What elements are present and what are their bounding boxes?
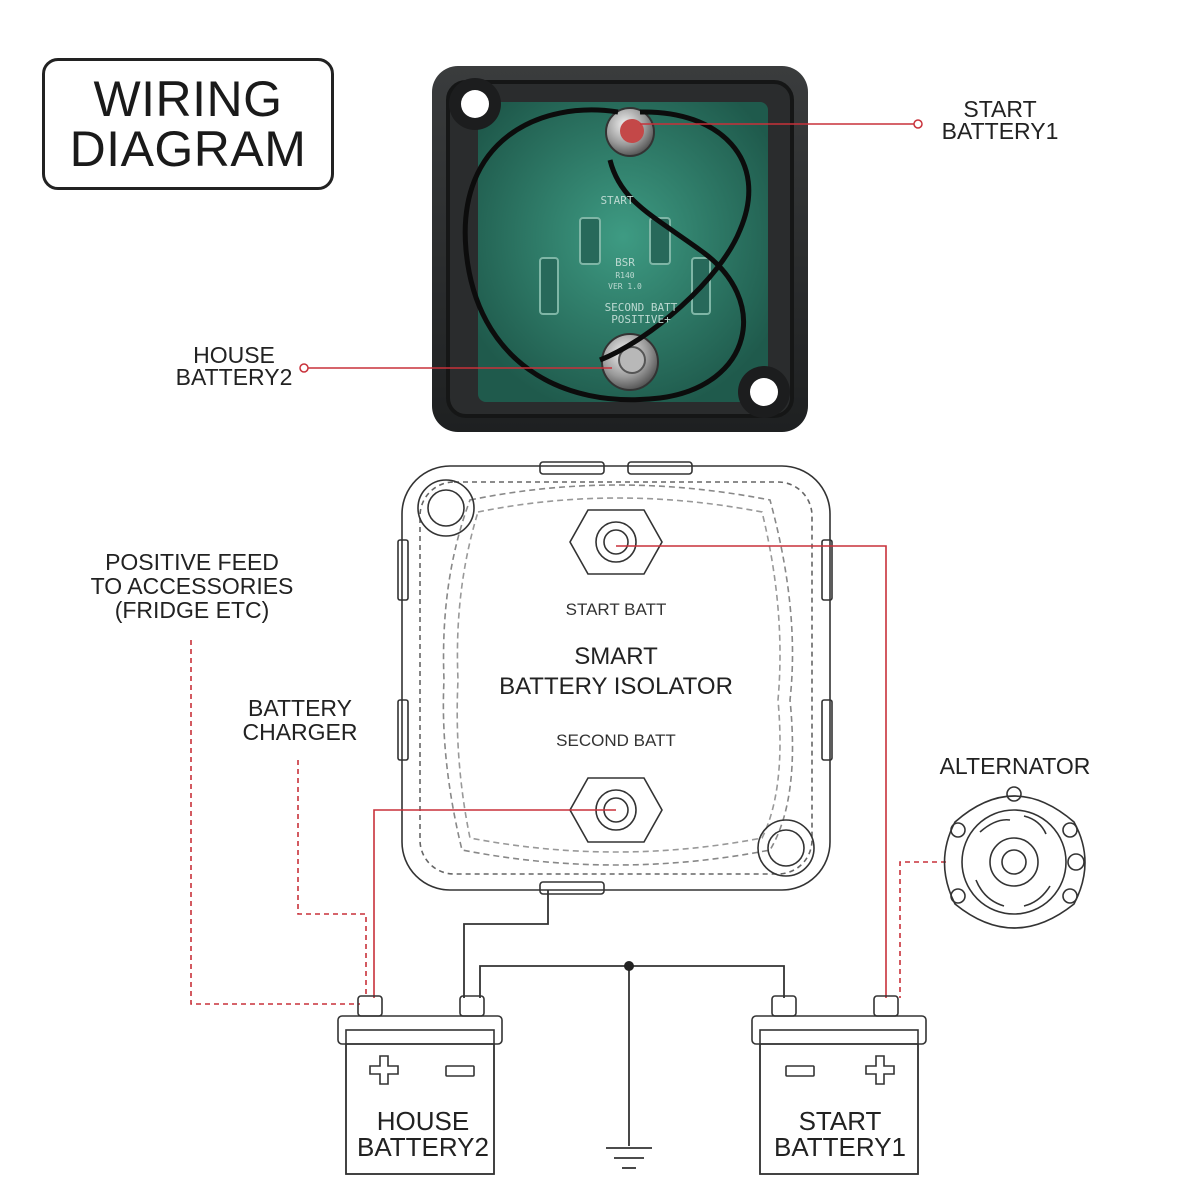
- callout-house-battery-line1: HOUSE: [193, 342, 275, 368]
- callout-house-battery-line2: BATTERY2: [175, 364, 293, 390]
- house-battery-label: HOUSE BATTERY2: [346, 1108, 500, 1160]
- callout-house-battery: HOUSE BATTERY2: [170, 342, 298, 390]
- ground-icon: [606, 1147, 652, 1169]
- isolator-name-line1: SMART: [574, 643, 658, 670]
- battery-icon-house: [337, 995, 503, 1175]
- photo-board-version: VER 1.0: [608, 282, 642, 291]
- positive-feed-line3: (FRIDGE ETC): [114, 597, 270, 623]
- photo-board-model: BSR: [615, 256, 635, 269]
- battery-icon-start: [751, 995, 927, 1175]
- positive-feed-line1: POSITIVE FEED: [105, 549, 279, 575]
- house-battery-line1: HOUSE: [376, 1106, 470, 1136]
- title-line-2: DIAGRAM: [69, 121, 307, 177]
- alternator-label: ALTERNATOR: [939, 753, 1091, 779]
- positive-feed-line2: TO ACCESSORIES: [90, 573, 294, 599]
- isolator-second-terminal-label: SECOND BATT: [556, 731, 676, 750]
- photo-board-second-2: POSITIVE+: [611, 313, 671, 326]
- callout-start-battery-line2: BATTERY1: [941, 118, 1059, 144]
- wiring: [190, 545, 946, 1146]
- start-battery-line1: START: [798, 1106, 882, 1136]
- isolator-name-line2: BATTERY ISOLATOR: [499, 673, 733, 700]
- alternator-icon: [943, 786, 1086, 929]
- title-box: WIRING DIAGRAM: [42, 58, 334, 190]
- battery-charger-line1: BATTERY: [248, 695, 352, 721]
- photo-board-top: START: [600, 194, 633, 207]
- ground-junction: [624, 961, 634, 971]
- start-battery-label: START BATTERY1: [760, 1108, 920, 1160]
- smart-isolator-drawing: [397, 461, 833, 895]
- photo-board-rating: R140: [615, 271, 634, 280]
- start-battery-line2: BATTERY1: [774, 1132, 906, 1162]
- callout-start-battery-line1: START: [963, 96, 1037, 122]
- isolator-name: SMART BATTERY ISOLATOR: [466, 642, 766, 702]
- battery-charger-label: BATTERY CHARGER: [220, 696, 380, 744]
- photo-board-second-1: SECOND BATT: [605, 301, 678, 314]
- isolator-start-terminal-label: START BATT: [565, 600, 667, 619]
- house-battery-line2: BATTERY2: [357, 1132, 489, 1162]
- positive-feed-label: POSITIVE FEED TO ACCESSORIES (FRIDGE ETC…: [72, 550, 312, 622]
- callout-start-battery: START BATTERY1: [930, 96, 1070, 144]
- photo-callout-leaders: [299, 119, 923, 373]
- battery-charger-line2: CHARGER: [242, 719, 358, 745]
- title-line-1: WIRING: [93, 71, 283, 127]
- isolator-photo: [432, 66, 808, 432]
